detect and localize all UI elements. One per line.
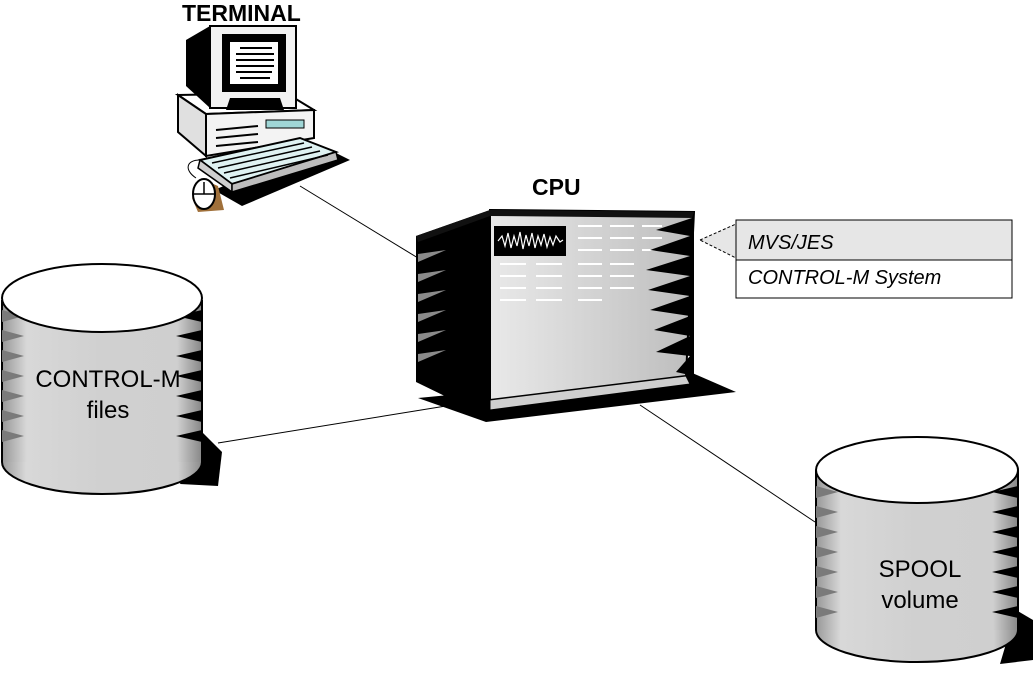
system-item-control-m: CONTROL-M System [748, 267, 942, 289]
spool-volume-disk-icon [815, 436, 1033, 664]
spool-volume-line2: volume [881, 587, 959, 614]
system-list-box [735, 219, 1013, 299]
terminal-cpu-link [299, 185, 419, 259]
cpu-label: CPU [532, 174, 581, 200]
control-m-files-disk-icon [1, 263, 222, 495]
files-cpu-link [217, 404, 453, 444]
terminal-computer-icon [174, 25, 350, 212]
system-item-mvs-jes: MVS/JES [748, 232, 834, 254]
cpu-spool-link [639, 404, 816, 523]
cpu-mainframe-icon [416, 208, 736, 422]
spool-volume-label: SPOOL volume [842, 554, 998, 616]
system-callout-pointer [698, 223, 737, 259]
spool-volume-line1: SPOOL [878, 556, 962, 583]
connector-lines [217, 185, 816, 523]
control-m-files-label: CONTROL-M files [22, 364, 194, 426]
terminal-label: TERMINAL [182, 0, 301, 26]
control-m-files-line2: files [86, 397, 130, 424]
control-m-files-line1: CONTROL-M [35, 366, 181, 393]
